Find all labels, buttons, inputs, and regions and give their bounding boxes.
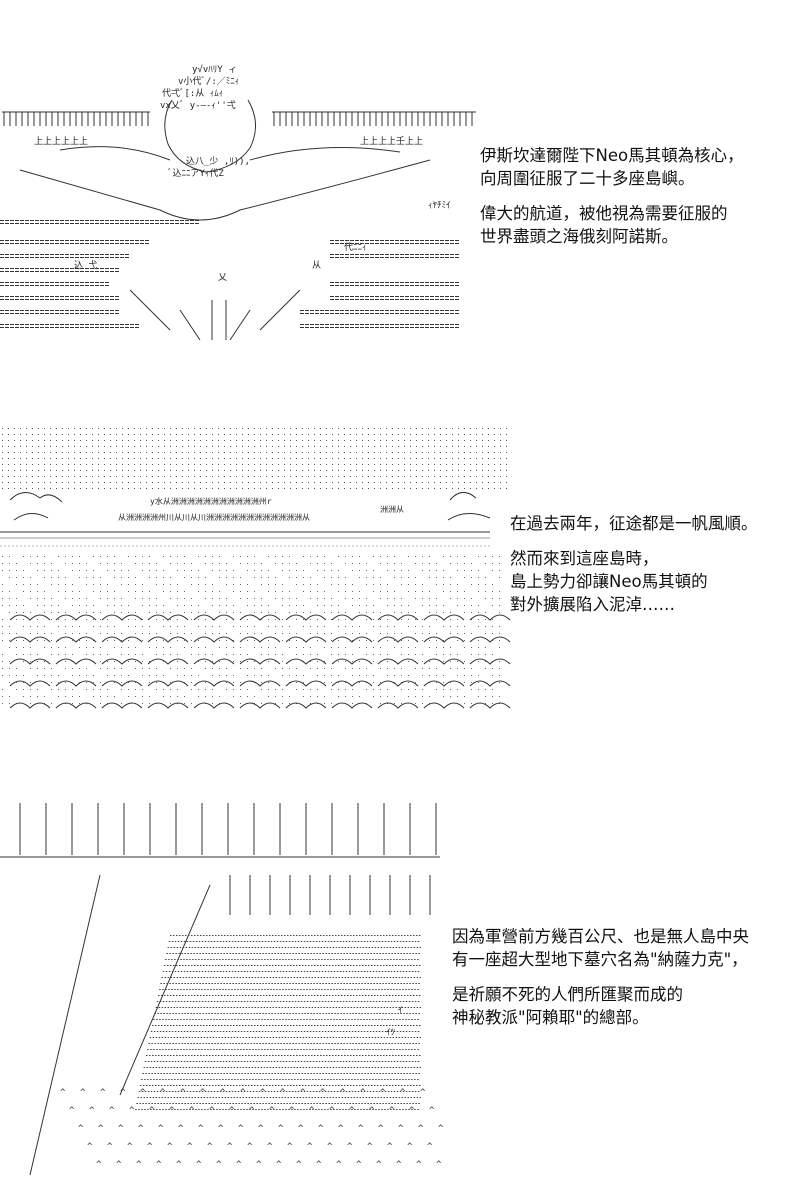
caption-king: 伊斯坎達爾陛下Neo馬其頓為核心，向周圍征服了二十多座島嶼。 偉大的航道，被他視… [480,144,744,260]
art-right-upper-row: 上上上上壬上上 [360,136,423,147]
art-island-main: 从洲洲洲洲州川从川从川洲洲洲洲洲洲洲洲洲洲洲洲从 [118,513,310,522]
sea-island-ascii-art: y水从洲洲洲洲洲洲洲洲洲洲洲州r 从洲洲洲洲州川从川从川洲洲洲洲洲洲洲洲洲洲洲洲… [0,420,512,720]
panel-king: y√vﾊﾘY ィ v小代ﾞ/:／ﾐﾆｨ 代弌ﾞ[:从 ｨﾑｨ vx乂ﾞ y-―-… [0,40,800,350]
art-head-outline [164,99,256,173]
caption-sea-island: 在過去兩年，征途都是一帆風順。 然而來到這座島時，島上勢力卻讓Neo馬其頓的對外… [510,512,758,628]
art-shoulders [59,146,401,161]
caption-paragraph: 在過去兩年，征途都是一帆風順。 [510,514,758,533]
caption-paragraph: 是祈願不死的人們所匯聚而成的神秘教派"阿賴耶"的總部。 [452,985,683,1027]
art-stair-edge [29,874,211,1176]
art-crown-line-1: y√vﾊﾘY ィ [192,64,237,75]
caption-paragraph: 然而來到這座島時，島上勢力卻讓Neo馬其頓的對外擴展陷入泥淖…… [510,549,708,614]
art-mid-mark-3: 乂 [218,273,227,283]
art-throne-steps [0,220,459,328]
art-throne-diagonals [129,289,301,341]
art-crown-line-3: 代弌ﾞ[:从 ｨﾑｨ [162,87,223,99]
art-crown-line-4: vx乂ﾞ y-―-ｨ''弌 [160,99,236,111]
art-mid-mark-4: 从 [312,260,321,271]
caption-paragraph: 伊斯坎達爾陛下Neo馬其頓為核心，向周圍征服了二十多座島嶼。 [480,146,744,188]
art-label-2: ｲﾂ [386,1028,396,1038]
art-face-line-1: 込八_少 ,ﾘ)), [186,156,250,167]
art-caret-rows: ^^^^^^^^^^^^^^^^^^^^^^^^^^^^^^^^^^^^^^^^… [60,1088,444,1170]
art-cloud-right [447,492,491,521]
art-crown-line-2: v小代ﾞ/:／ﾐﾆｨ [178,76,239,87]
art-island-top: y水从洲洲洲洲洲洲洲洲洲洲洲州r [150,496,272,506]
ruins-ascii-art: ^^^^^^^^^^^^^^^^^^^^^^^^^^^^^^^^^^^^^^^^… [0,795,450,1185]
art-left-upper-row: 上上上上上上 [34,136,88,147]
king-ascii-art: y√vﾊﾘY ィ v小代ﾞ/:／ﾐﾆｨ 代弌ﾞ[:从 ｨﾑｨ vx乂ﾞ y-―-… [0,40,480,350]
panel-ruins: ^^^^^^^^^^^^^^^^^^^^^^^^^^^^^^^^^^^^^^^^… [0,795,800,1185]
art-face-line-2: ﾞ込ﾆﾆアYｨ代Z [168,168,224,179]
caption-paragraph: 因為軍營前方幾百公尺、也是無人島中央有一座超大型地下墓穴名為"納薩力克"， [452,927,749,969]
art-sea-dots [2,556,500,704]
art-waves [9,614,511,709]
panel-sea-island: y水从洲洲洲洲洲洲洲洲洲洲洲州r 从洲洲洲洲州川从川从川洲洲洲洲洲洲洲洲洲洲洲洲… [0,420,800,720]
art-mid-mark-2: 込 弋 [74,259,97,271]
art-sky-dots [2,428,507,489]
art-stair-rows [135,935,422,1110]
art-right-side-mark: ｨﾔﾁﾐｲ [428,200,451,211]
art-mid-mark-1: 代ﾆﾆｨ [344,242,367,253]
art-pillars [19,803,437,915]
caption-ruins: 因為軍營前方幾百公尺、也是無人島中央有一座超大型地下墓穴名為"納薩力克"， 是祈… [452,925,749,1041]
caption-paragraph: 偉大的航道，被他視為需要征服的世界盡頭之海俄刻阿諾斯。 [480,204,728,246]
art-cloud-left [9,492,63,521]
art-label-1: ｲ [398,1006,403,1016]
art-island-right: 洲洲从 [380,505,404,514]
art-arms [19,159,431,221]
